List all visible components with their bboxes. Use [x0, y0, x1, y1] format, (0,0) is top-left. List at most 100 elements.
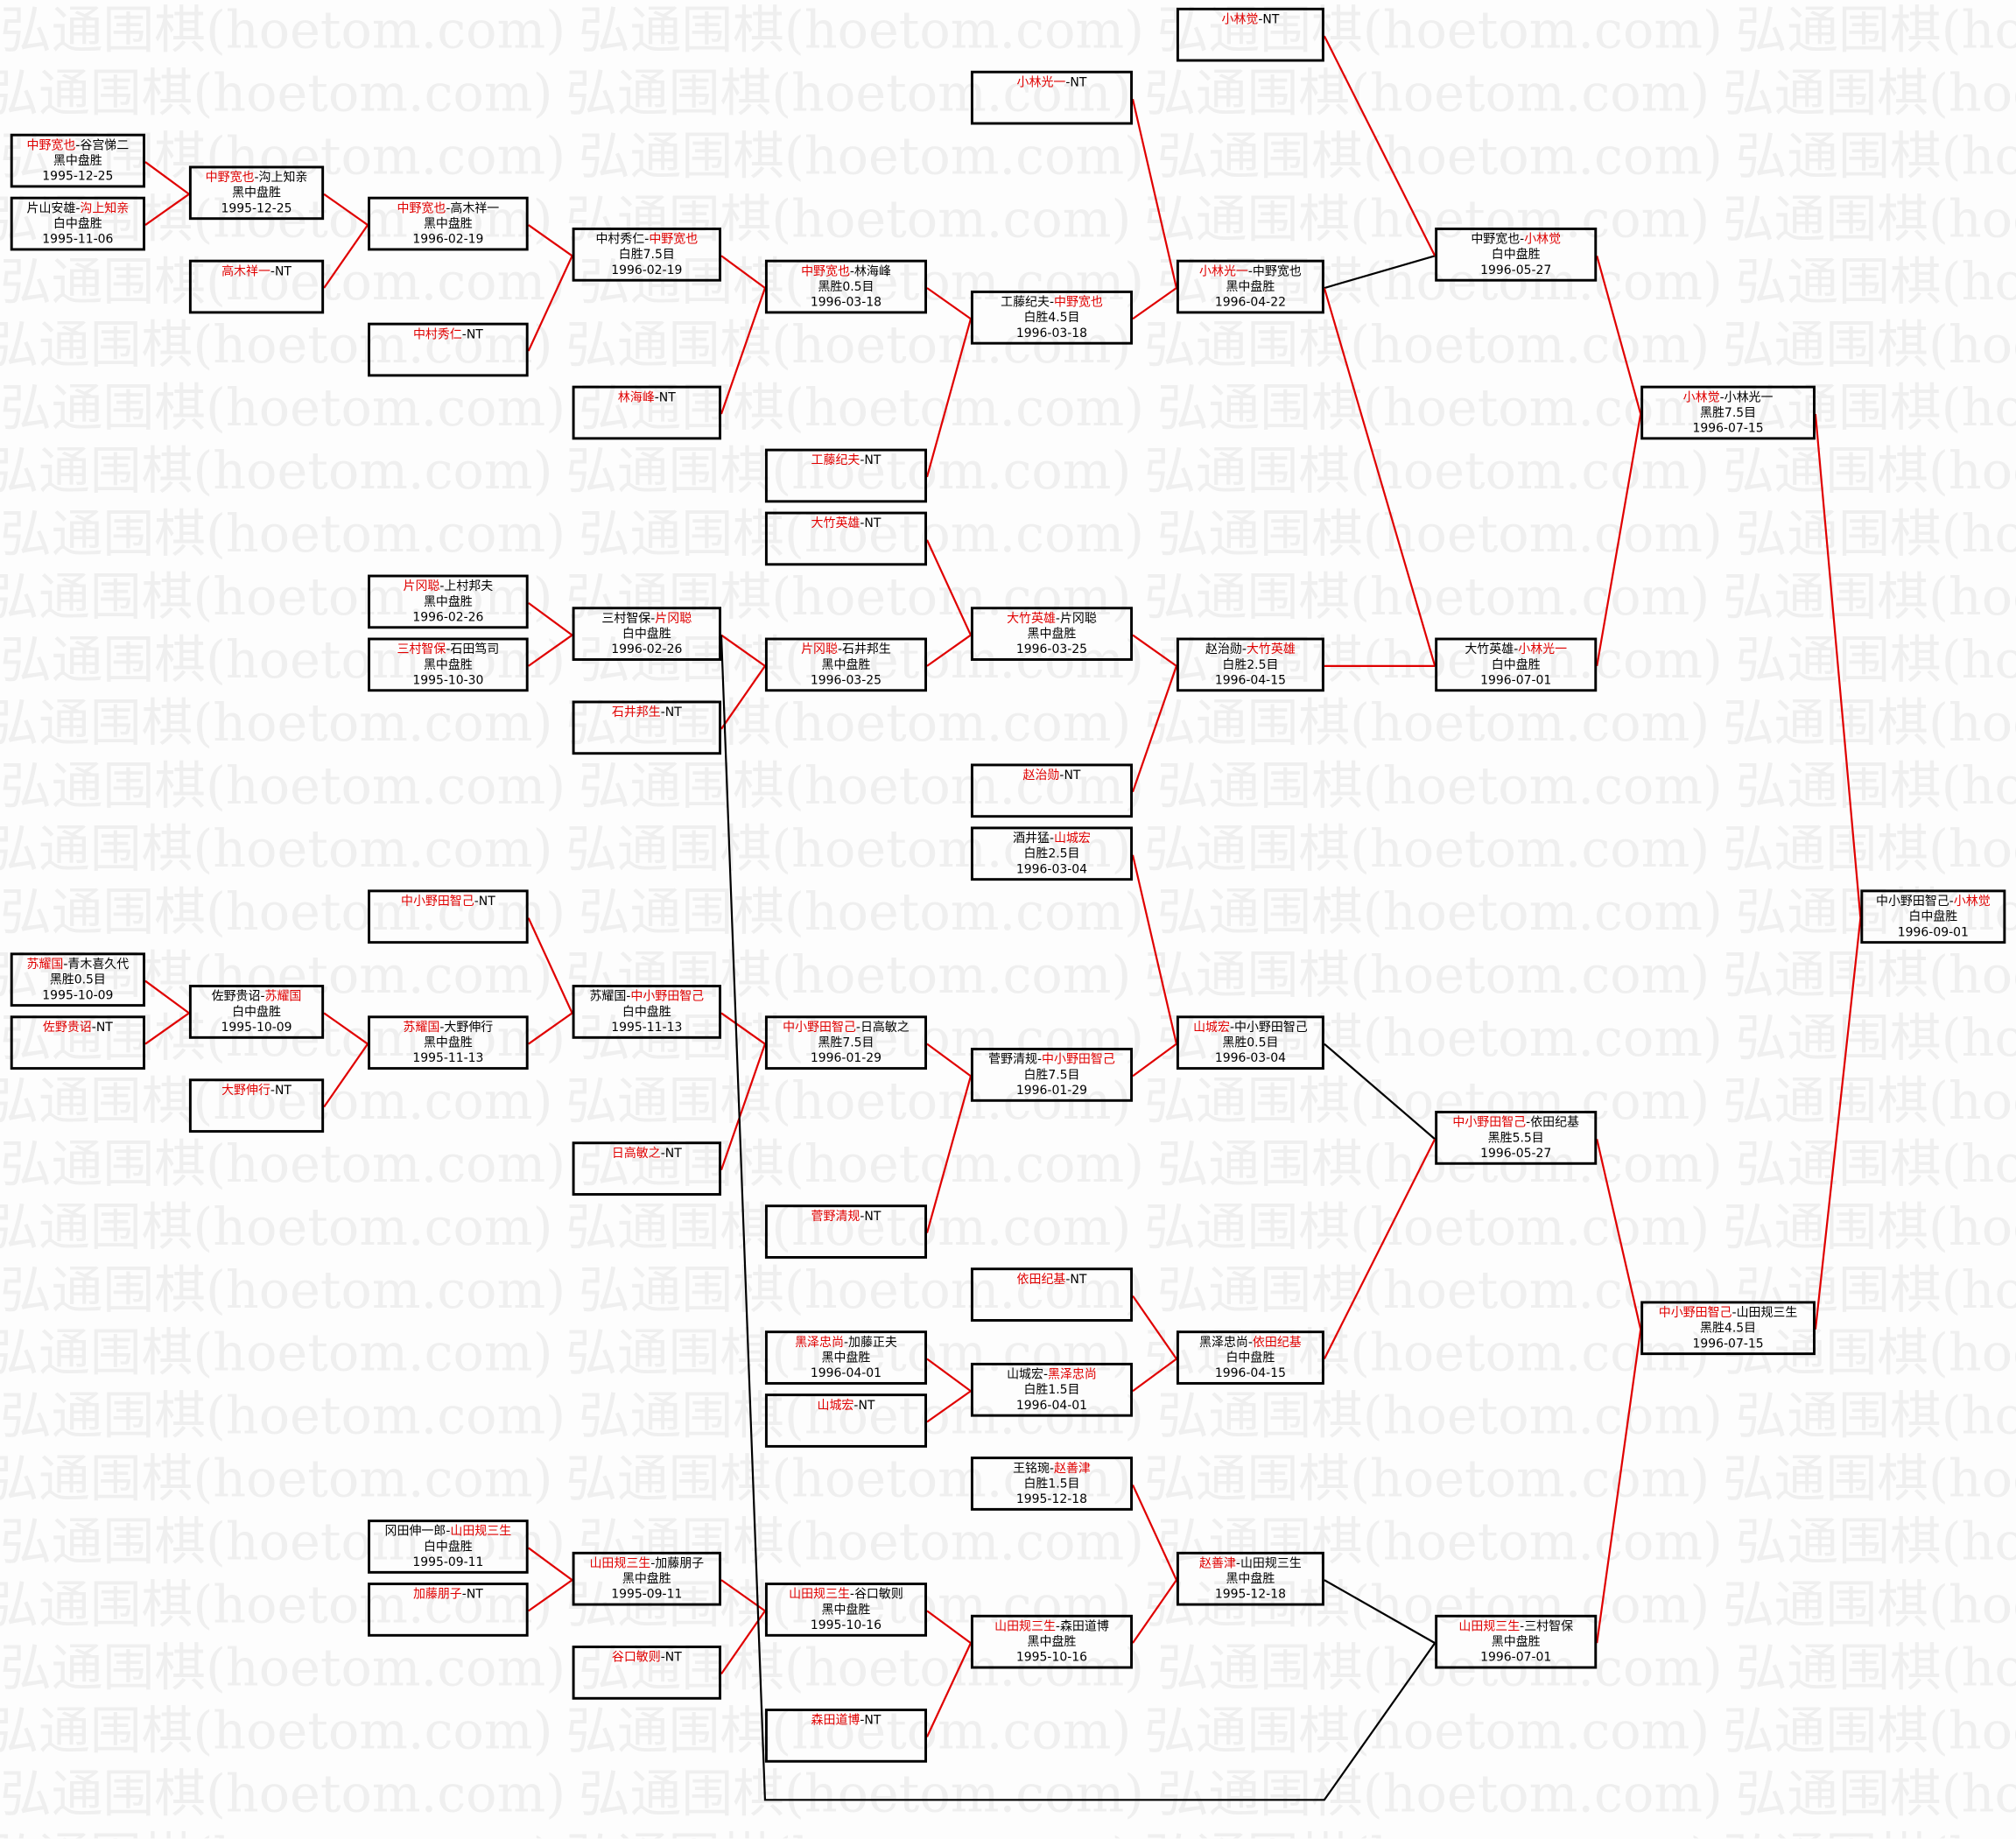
- match-box: 小林觉-NT: [1176, 7, 1324, 62]
- match-result: 黑中盘胜: [821, 1351, 871, 1365]
- watermark-text: 弘通围棋(hoetom.com): [0, 1134, 566, 1195]
- bracket-connector: [720, 665, 766, 730]
- match-box: 林海峰-NT: [572, 385, 721, 440]
- bracket-connector: [926, 1390, 972, 1423]
- player-1: 大野伸行: [221, 1084, 270, 1098]
- watermark-text: 弘通围棋(hoetom.com): [0, 1386, 566, 1447]
- player-2: 依田纪基: [1252, 1336, 1302, 1351]
- match-players: 苏耀国-大野伸行: [370, 1021, 526, 1036]
- match-result: 白胜7.5目: [618, 248, 675, 263]
- match-result: 白胜7.5目: [1023, 1068, 1080, 1083]
- player-1: 谷口敏则: [611, 1650, 661, 1666]
- player-2: 沟上知亲: [80, 201, 130, 216]
- player-1: 中村秀仁: [412, 327, 462, 342]
- watermark-text: 弘通围棋(hoetom.com): [1735, 253, 2016, 312]
- match-players: 小林光一-NT: [973, 76, 1130, 92]
- nt-label: NT: [864, 453, 882, 468]
- bracket-connector: [926, 1042, 972, 1077]
- bracket-connector: [1814, 917, 1862, 1330]
- player-1: 菅野清规: [811, 1210, 860, 1225]
- match-result: 黑胜0.5目: [1222, 1035, 1279, 1051]
- player-2: 森田道博: [1059, 1619, 1109, 1634]
- bracket-connector: [1132, 634, 1177, 667]
- watermark-text: 弘通围棋(hoetom.com): [578, 379, 1145, 439]
- player-1: 大竹英雄: [1007, 612, 1056, 627]
- player-1: 黑泽忠尚: [1199, 1336, 1248, 1351]
- separator: -: [626, 989, 631, 1005]
- match-result: 黑中盘胜: [53, 154, 102, 169]
- watermark-text: 弘通围棋(hoetom.com): [0, 1323, 553, 1384]
- separator: -: [660, 1650, 665, 1666]
- player-1: 山城宏: [1193, 1021, 1230, 1035]
- player-2: 山城宏: [1054, 832, 1091, 846]
- player-1: 中小野田智己: [783, 1021, 856, 1035]
- match-box: 日高敏之-NT: [572, 1141, 721, 1196]
- player-1: 中野宽也: [397, 201, 446, 216]
- bracket-connector: [1596, 255, 1642, 415]
- match-result: 黑胜4.5目: [1700, 1321, 1757, 1337]
- bracket-connector: [527, 255, 573, 352]
- match-result: 白胜1.5目: [1023, 1383, 1080, 1398]
- bracket-connector: [926, 539, 972, 636]
- player-2: 加藤正夫: [847, 1336, 897, 1351]
- bracket-connector: [1132, 1485, 1177, 1581]
- match-players: 中小野田智己-山田规三生: [1643, 1306, 1813, 1322]
- match-players: 中野宽也-谷宫悌二: [13, 139, 143, 155]
- match-date: 1995-10-16: [810, 1618, 882, 1633]
- watermark-text: 弘通围棋(hoetom.com): [578, 883, 1145, 943]
- match-result: 白中盘胜: [232, 1005, 281, 1020]
- watermark-text: 弘通围棋(hoetom.com): [1735, 631, 2016, 691]
- watermark-text: 弘通围棋(hoetom.com): [1735, 757, 2016, 817]
- match-date: 1996-01-29: [1015, 1084, 1088, 1098]
- match-date: 1996-02-26: [611, 642, 683, 657]
- watermark-text: 弘通围棋(hoetom.com): [0, 946, 553, 1006]
- watermark-text: 弘通围棋(hoetom.com): [1144, 820, 1710, 880]
- match-players: 片冈聪-石井邦生: [768, 642, 924, 658]
- player-2: 小林光一: [1518, 642, 1568, 657]
- match-date: 1996-07-01: [1480, 1650, 1552, 1666]
- match-date: 1996-05-27: [1480, 1147, 1552, 1162]
- watermark-text: 弘通围棋(hoetom.com): [1735, 1134, 2016, 1195]
- match-date: 1995-12-25: [221, 201, 292, 216]
- bracket-connector: [1596, 1139, 1642, 1330]
- bracket-connector: [1132, 1295, 1177, 1360]
- watermark-text: 弘通围棋(hoetom.com): [1144, 64, 1710, 124]
- match-box: 中村秀仁-NT: [368, 322, 529, 377]
- match-date: 1995-11-06: [42, 232, 114, 248]
- separator: -: [63, 958, 68, 972]
- separator: -: [461, 1587, 467, 1603]
- watermark-text: 弘通围棋(hoetom.com): [1735, 1639, 2016, 1699]
- watermark-text: 弘通围棋(hoetom.com): [1144, 694, 1710, 754]
- match-players: 中小野田智己-小林觉: [1863, 895, 2003, 910]
- separator: -: [446, 1524, 451, 1540]
- match-players: 加藤朋子-NT: [370, 1588, 526, 1604]
- watermark-text: 弘通围棋(hoetom.com): [0, 1765, 566, 1825]
- player-1: 山田规三生: [994, 1619, 1056, 1634]
- separator: -: [270, 264, 275, 279]
- player-1: 山田规三生: [589, 1556, 651, 1571]
- player-1: 黑泽忠尚: [795, 1336, 844, 1351]
- match-players: 中野宽也-沟上知亲: [192, 171, 321, 186]
- player-2: 中小野田智己: [1042, 1052, 1115, 1068]
- separator: -: [843, 1336, 848, 1351]
- match-box: 赵治勋-NT: [970, 763, 1134, 818]
- watermark-text: 弘通围棋(hoetom.com): [565, 442, 1132, 502]
- player-2: 大野伸行: [444, 1021, 494, 1035]
- watermark-text: 弘通围棋(hoetom.com): [1144, 1702, 1710, 1762]
- watermark-text: 弘通围棋(hoetom.com): [1722, 442, 2016, 502]
- player-2: 林海峰: [853, 264, 891, 279]
- watermark-text: 弘通围棋(hoetom.com): [565, 64, 1132, 124]
- watermark-row: 弘通围棋(hoetom.com)弘通围棋(hoetom.com)弘通围棋(hoe…: [0, 1701, 2016, 1764]
- player-1: 大竹英雄: [1465, 642, 1514, 657]
- watermark-text: 弘通围棋(hoetom.com): [565, 1702, 1132, 1762]
- match-result: 白胜4.5目: [1023, 311, 1080, 326]
- watermark-text: 弘通围棋(hoetom.com): [1156, 1, 1723, 61]
- watermark-text: 弘通围棋(hoetom.com): [0, 379, 566, 439]
- separator: -: [860, 1210, 865, 1225]
- player-1: 片冈聪: [403, 579, 440, 594]
